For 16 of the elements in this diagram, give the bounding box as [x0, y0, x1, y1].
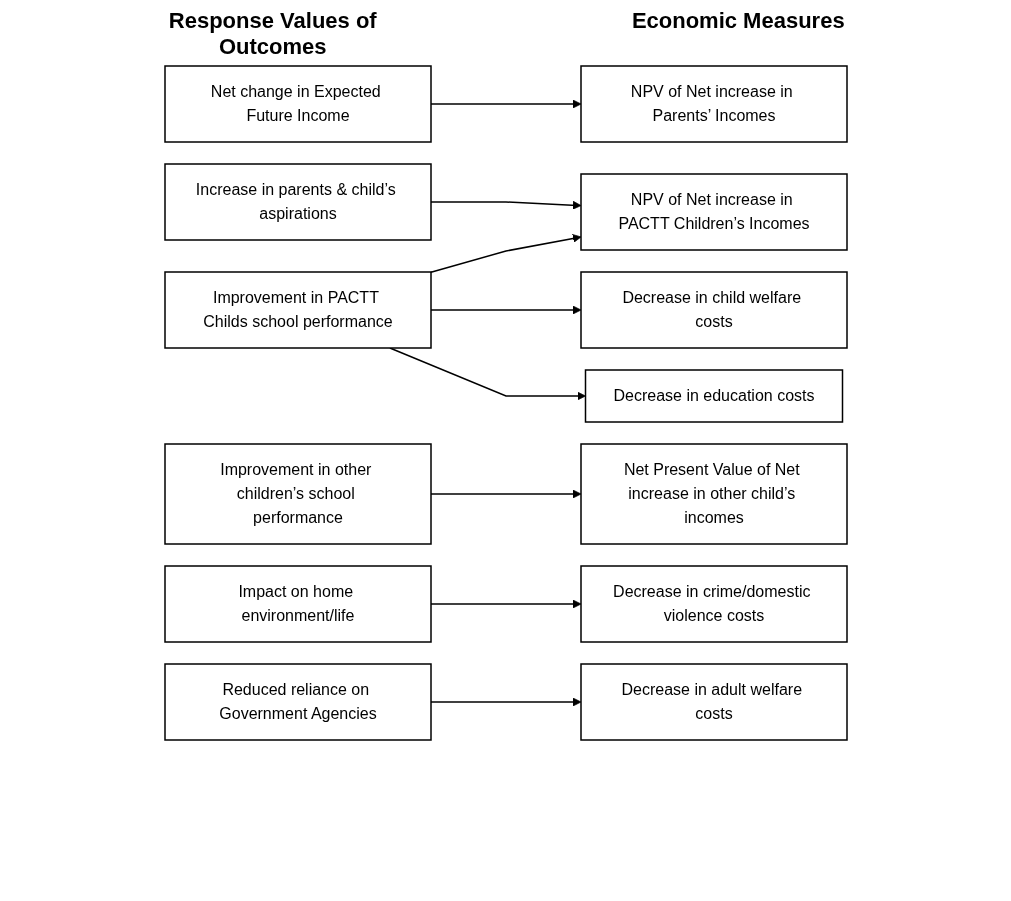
node-box: Improvement in PACTT Childs school performance	[163, 271, 432, 349]
column-heading: Economic Measures	[630, 8, 846, 35]
node-box: Decrease in crime/domestic violence costs	[579, 565, 848, 643]
node-box: NPV of Net increase in PACTT Children’s Incomes	[579, 173, 848, 251]
node-box: Net Present Value of Net increase in other child’s incomes	[579, 443, 848, 545]
column-heading: Response Values of Outcomes	[167, 8, 378, 58]
arrow	[429, 234, 581, 273]
node-box: Net change in Expected Future Income	[163, 65, 432, 143]
node-box: Decrease in education costs	[584, 369, 843, 423]
node-box: Decrease in adult welfare costs	[579, 663, 848, 741]
node-box: NPV of Net increase in Parents’ Incomes	[579, 65, 848, 143]
node-box: Decrease in child welfare costs	[579, 271, 848, 349]
node-box: Impact on home environment/life	[163, 565, 432, 643]
node-box: Improvement in other children’s school performance	[163, 443, 432, 545]
node-box: Increase in parents & child’s aspirations	[163, 163, 432, 241]
node-box: Reduced reliance on Government Agencies	[163, 663, 432, 741]
